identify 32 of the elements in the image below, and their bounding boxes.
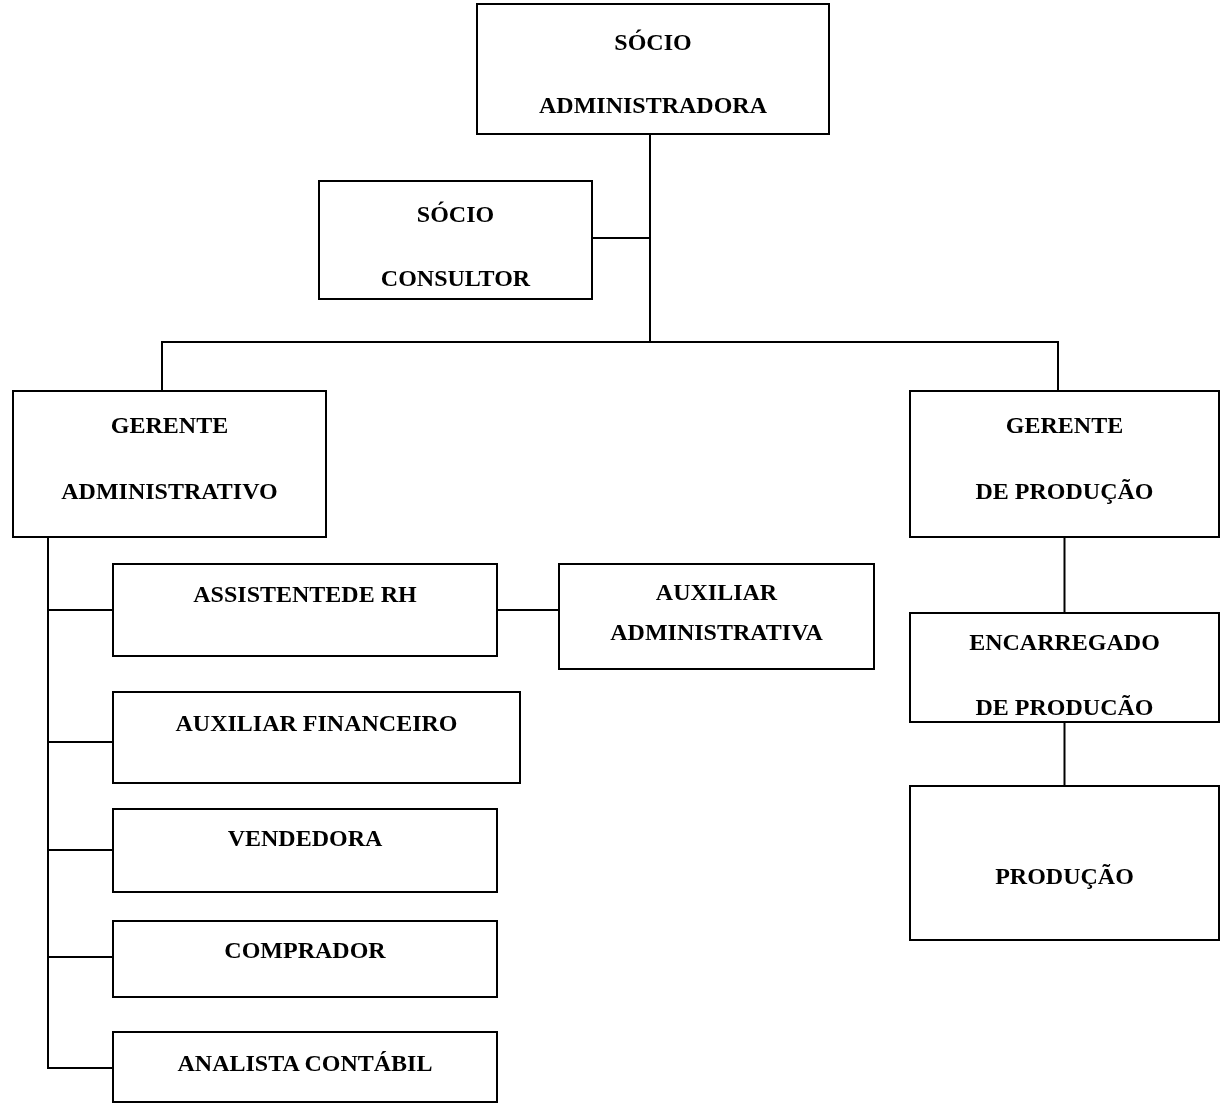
box-title: DE PRODUCÃO (975, 693, 1154, 722)
box-title: ADMINISTRADORA (539, 91, 767, 120)
box-title: SÓCIO (614, 28, 692, 57)
org-box (112, 808, 498, 893)
org-box (909, 390, 1220, 538)
box-title: AUXILIAR ADMINISTRATIVA (609, 578, 824, 647)
box-title: GERENTE (1005, 411, 1124, 440)
box-title: AUXILIAR FINANCEIRO (175, 709, 458, 738)
org-box (909, 612, 1220, 723)
org-box (476, 3, 830, 135)
org-box (112, 1031, 498, 1103)
box-title: COMPRADOR (224, 936, 386, 965)
org-box (112, 920, 498, 998)
org-box (558, 563, 875, 670)
org-box (909, 785, 1220, 941)
org-box (112, 563, 498, 657)
box-title: SÓCIO (416, 200, 495, 229)
box-title: ASSISTENTEDE RH (193, 580, 417, 609)
box-title: VENDEDORA (227, 824, 383, 853)
box-title: ENCARREGADO (969, 628, 1160, 657)
box-title: PRODUÇÃO (995, 862, 1134, 891)
box-title: ANALISTA CONTÁBIL (177, 1049, 433, 1078)
box-title: ADMINISTRATIVO (61, 477, 278, 506)
connector-line (1063, 537, 1066, 613)
connector-line (497, 609, 559, 611)
box-title: DE PRODUÇÃO (975, 477, 1154, 506)
connector-line (1063, 722, 1066, 786)
org-box (112, 691, 521, 784)
org-box (12, 390, 327, 538)
box-title: CONSULTOR (380, 264, 531, 293)
box-title: GERENTE (110, 411, 229, 440)
org-box (318, 180, 593, 300)
